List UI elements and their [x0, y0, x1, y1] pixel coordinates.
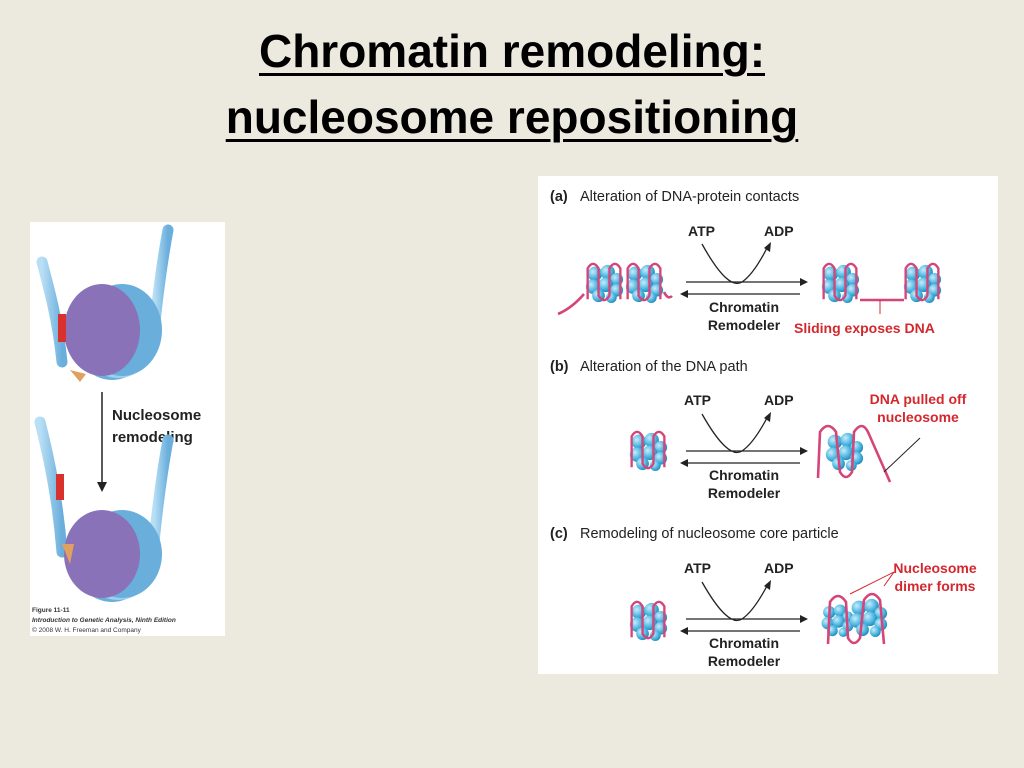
panel-a-note: Sliding exposes DNA: [794, 320, 935, 336]
figure-caption-3: © 2008 W. H. Freeman and Company: [32, 626, 142, 634]
panel-b-label: (b): [550, 359, 569, 375]
panel-a-remodeler-1: Chromatin: [709, 299, 779, 315]
panel-c-adp: ADP: [764, 560, 794, 576]
panel-a-adp: ADP: [764, 223, 794, 239]
nucleosome-before: [36, 224, 174, 382]
panel-c: (c) Remodeling of nucleosome core partic…: [550, 526, 977, 669]
dna-marker-red-bottom: [56, 474, 64, 500]
panel-b: (b) Alteration of the DNA path ATP ADP C…: [550, 359, 967, 501]
arrow-label-line-2: remodeling: [112, 429, 193, 446]
panel-c-note-1: Nucleosome: [893, 560, 976, 576]
left-figure-panel: Nucleosome remodeling Figure 11-11 Intro…: [30, 222, 225, 636]
panel-a-label: (a): [550, 189, 568, 205]
panel-b-adp: ADP: [764, 392, 794, 408]
arrow-label-line-1: Nucleosome: [112, 407, 201, 424]
panel-b-title: Alteration of the DNA path: [580, 359, 748, 375]
panel-c-label: (c): [550, 526, 568, 542]
panel-b-note-1: DNA pulled off: [870, 391, 967, 407]
nucleosome-remodeling-illustration: Nucleosome remodeling Figure 11-11 Intro…: [32, 224, 201, 634]
figure-caption-1: Figure 11-11: [32, 607, 70, 614]
slide-title: Chromatin remodeling: nucleosome reposit…: [0, 18, 1024, 150]
right-figure-panel: (a) Alteration of DNA-protein contacts A…: [538, 176, 998, 674]
panel-a-title: Alteration of DNA-protein contacts: [580, 189, 799, 205]
remodeling-mechanisms-diagram: (a) Alteration of DNA-protein contacts A…: [550, 189, 977, 669]
panel-c-note-2: dimer forms: [895, 578, 976, 594]
title-line-1: Chromatin remodeling:: [258, 25, 766, 77]
panel-a-remodeler-2: Remodeler: [708, 317, 781, 333]
figure-caption-2: Introduction to Genetic Analysis, Ninth …: [32, 617, 176, 624]
panel-c-remodeler-1: Chromatin: [709, 635, 779, 651]
panel-c-remodeler-2: Remodeler: [708, 653, 781, 669]
panel-a-atp: ATP: [688, 223, 715, 239]
nucleosome-after: [34, 416, 174, 602]
panel-a: (a) Alteration of DNA-protein contacts A…: [550, 189, 942, 336]
panel-b-note-2: nucleosome: [877, 409, 959, 425]
panel-c-title: Remodeling of nucleosome core particle: [580, 526, 839, 542]
panel-b-atp: ATP: [684, 392, 711, 408]
panel-c-atp: ATP: [684, 560, 711, 576]
dna-marker-red-top: [58, 314, 66, 342]
panel-b-remodeler-2: Remodeler: [708, 485, 781, 501]
title-line-2: nucleosome repositioning: [225, 91, 799, 143]
panel-b-remodeler-1: Chromatin: [709, 467, 779, 483]
